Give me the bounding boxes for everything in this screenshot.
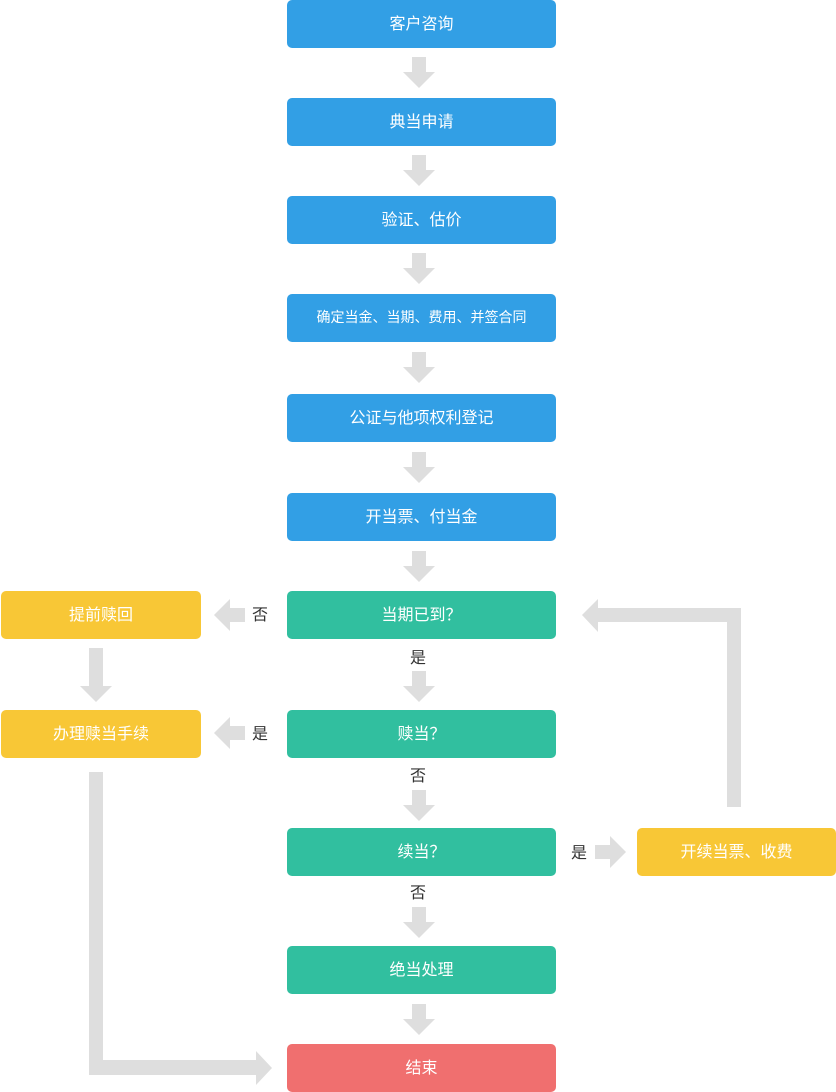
arrow-appraise-to-contract <box>403 253 435 284</box>
arrow-renew-loop <box>582 599 741 807</box>
node-appraise: 验证、估价 <box>287 196 556 244</box>
node-redeem-process: 办理赎当手续 <box>1 710 201 758</box>
decision-due: 当期已到？ <box>287 591 556 639</box>
arrow-renew-yes <box>595 836 626 868</box>
node-contract: 确定当金、当期、费用、并签合同 <box>287 294 556 342</box>
node-notarize: 公证与他项权利登记 <box>287 394 556 442</box>
arrow-apply-to-appraise <box>403 155 435 186</box>
edge-label-redeem-no: 否 <box>410 766 427 785</box>
edge-label-redeem-yes: 是 <box>252 724 269 743</box>
node-consult: 客户咨询 <box>287 0 556 48</box>
edge-label-renew-no: 否 <box>410 883 427 902</box>
edge-label-due-yes: 是 <box>410 648 427 667</box>
decision-renew: 续当？ <box>287 828 556 876</box>
arrow-forfeit-to-end <box>403 1004 435 1035</box>
node-apply: 典当申请 <box>287 98 556 146</box>
arrow-early-to-process <box>80 648 112 702</box>
node-ticket: 开当票、付当金 <box>287 493 556 541</box>
arrow-process-to-end <box>89 772 272 1085</box>
arrow-due-no <box>214 599 245 631</box>
arrow-redeem-yes <box>214 717 245 749</box>
node-renew-process: 开续当票、收费 <box>637 828 836 876</box>
node-forfeit: 绝当处理 <box>287 946 556 994</box>
arrow-contract-to-notarize <box>403 352 435 383</box>
edge-label-renew-yes: 是 <box>571 843 588 862</box>
arrow-consult-to-apply <box>403 57 435 88</box>
arrow-renew-to-forfeit <box>403 907 435 938</box>
node-early-redeem: 提前赎回 <box>1 591 201 639</box>
arrow-redeem-to-renew <box>403 790 435 821</box>
arrow-notarize-to-ticket <box>403 452 435 483</box>
edge-label-due-no: 否 <box>252 605 269 624</box>
arrow-due-to-redeem <box>403 671 435 702</box>
node-end: 结束 <box>287 1044 556 1092</box>
decision-redeem: 赎当？ <box>287 710 556 758</box>
arrow-ticket-to-due <box>403 551 435 582</box>
